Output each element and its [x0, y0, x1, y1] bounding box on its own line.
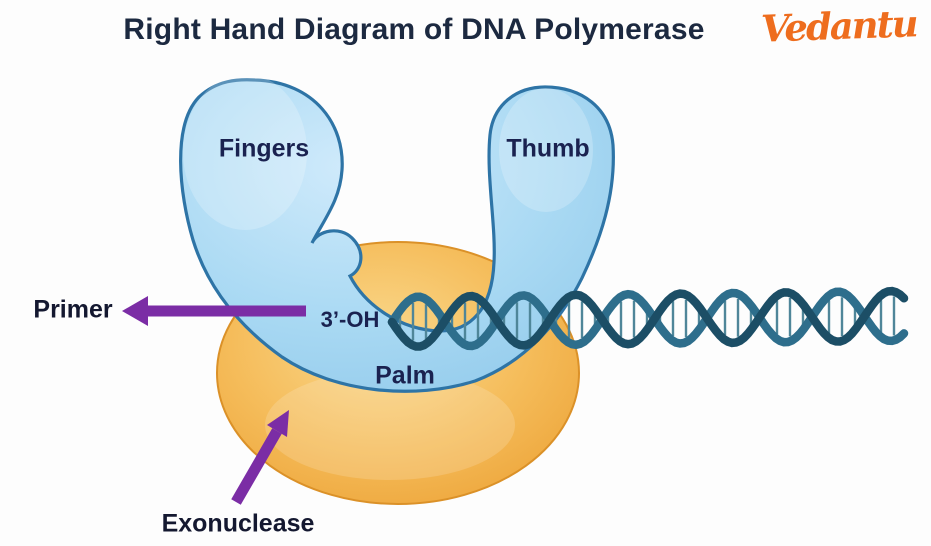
dna-strand-front [387, 286, 909, 351]
primer-arrow [122, 296, 306, 326]
exonuclease-sheen [265, 370, 515, 480]
label-primer: Primer [33, 295, 113, 324]
page-title: Right Hand Diagram of DNA Polymerase [123, 13, 705, 46]
exonuclease-arrow [231, 410, 289, 505]
exonuclease-arrow-head [267, 410, 289, 437]
label-fingers: Fingers [218, 134, 310, 163]
dna-base-pairs [398, 296, 896, 341]
primer-arrow-head [122, 296, 148, 326]
dna-helix [387, 286, 909, 351]
thumb-sheen [499, 88, 593, 212]
label-exonuclease: Exonuclease [161, 509, 315, 538]
label-thumb: Thumb [506, 134, 590, 163]
dna-strand-back [387, 287, 909, 351]
primer-arrow-shaft [146, 305, 306, 317]
label-palm: Palm [375, 361, 435, 390]
label-3-prime-oh: 3’-OH [320, 307, 380, 332]
exonuclease-arrow-shaft [231, 428, 282, 505]
fingers-sheen [183, 74, 307, 230]
